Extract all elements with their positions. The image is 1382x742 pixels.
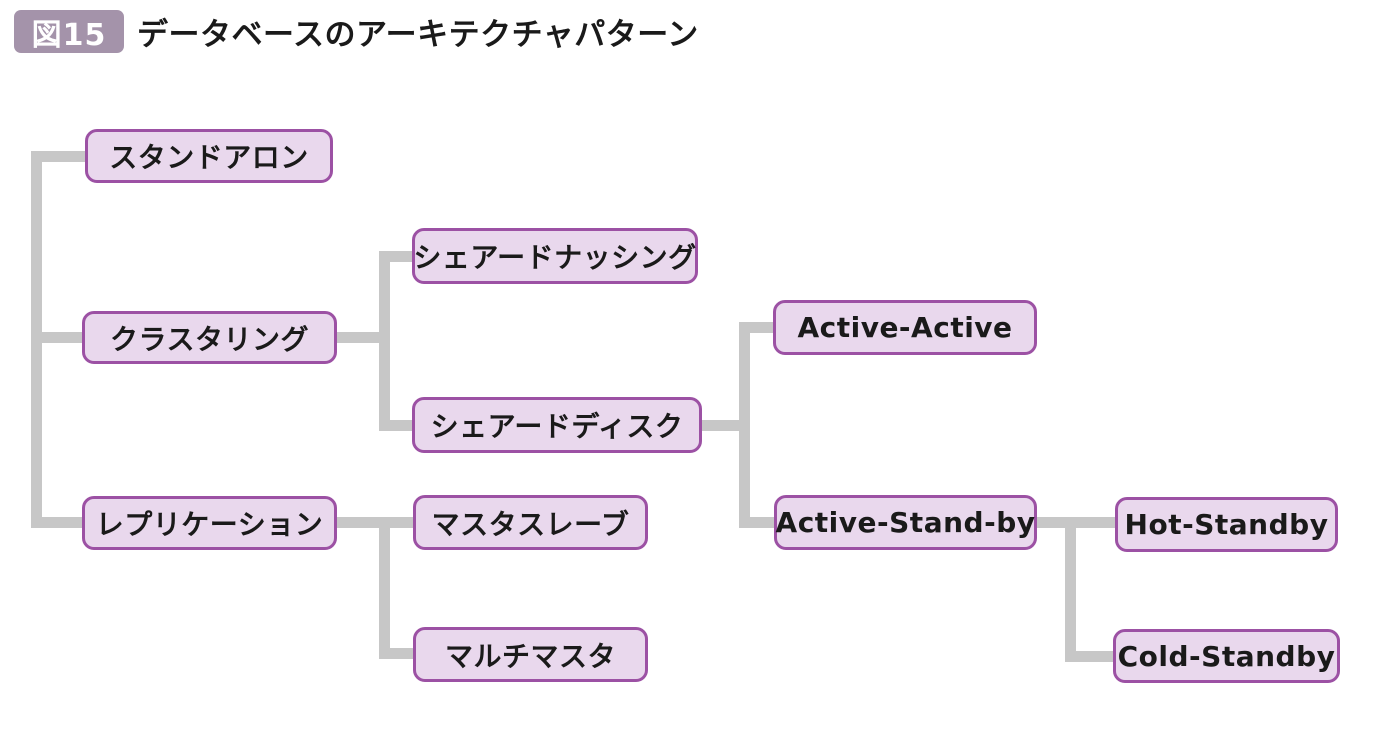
tree-node-replication: レプリケーション <box>82 496 337 550</box>
connector-line <box>379 517 390 659</box>
connector-line <box>700 420 748 431</box>
tree-node-active-standby: Active-Stand-by <box>774 495 1037 550</box>
tree-node-master-slave: マスタスレーブ <box>413 495 648 550</box>
tree-node-shared-disk: シェアードディスク <box>412 397 702 453</box>
tree-node-shared-nothing: シェアードナッシング <box>412 228 698 284</box>
figure-caption: 図15 データベースのアーキテクチャパターン <box>14 9 699 54</box>
tree-node-cold-standby: Cold-Standby <box>1113 629 1340 683</box>
connector-line <box>379 420 417 431</box>
tree-node-active-active: Active-Active <box>773 300 1037 355</box>
tree-node-clustering: クラスタリング <box>82 311 337 364</box>
figure-number-badge: 図15 <box>14 10 124 53</box>
connector-line <box>1035 517 1120 528</box>
connector-line <box>379 251 417 262</box>
connector-line <box>31 151 91 162</box>
figure-title: データベースのアーキテクチャパターン <box>137 17 699 53</box>
connector-line <box>379 251 390 431</box>
connector-line <box>31 332 87 343</box>
tree-node-multi-master: マルチマスタ <box>413 627 648 682</box>
connector-line <box>1065 517 1076 662</box>
connector-line <box>739 517 778 528</box>
connector-line <box>335 332 390 343</box>
connector-line <box>1065 651 1118 662</box>
connector-line <box>739 322 750 528</box>
connector-line <box>31 517 87 528</box>
connector-line <box>379 648 419 659</box>
tree-node-standalone: スタンドアロン <box>85 129 333 183</box>
connector-line <box>335 517 418 528</box>
connector-line <box>739 322 778 333</box>
tree-node-hot-standby: Hot-Standby <box>1115 497 1338 552</box>
